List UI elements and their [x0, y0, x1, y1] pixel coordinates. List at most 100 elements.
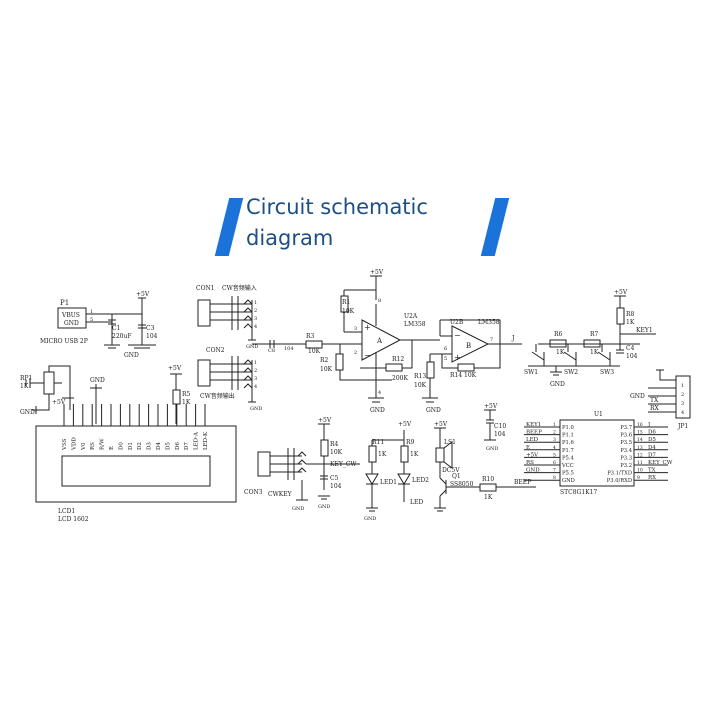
- rp1-potentiometer: RP1 1K +5V GND: [20, 365, 74, 416]
- u2a-gnd: GND: [370, 407, 385, 414]
- svg-text:7: 7: [490, 337, 493, 343]
- svg-text:4: 4: [254, 384, 257, 390]
- mcu-right-net-label: J: [647, 422, 650, 428]
- mcu-left-pin-number: 2: [553, 430, 556, 436]
- buzzer-driver: +5V LS1 DC5V Q1 SS8050 R10 1K BEEP +5V C…: [434, 403, 536, 512]
- r2-value: 10K: [320, 366, 333, 373]
- r8-value: 1K: [626, 319, 635, 326]
- con2-desc: CW音频输出: [200, 392, 235, 400]
- r5-label: R5: [182, 391, 191, 398]
- r13-value: 10K: [414, 382, 427, 389]
- r2-label: R2: [320, 357, 329, 364]
- mcu-left-pin-number: 7: [553, 468, 556, 474]
- u2b-label: U2B: [450, 319, 464, 326]
- mcu-left-net-label: BEEP: [526, 430, 542, 436]
- mcu-left-pin-number: 3: [553, 437, 556, 443]
- svg-text:2: 2: [254, 308, 257, 314]
- r12-value: 200K: [392, 375, 408, 382]
- led2-label: LED2: [412, 477, 429, 484]
- lcd-ref: LCD1: [58, 508, 75, 515]
- key1-net: KEY1: [636, 327, 653, 334]
- mcu-left-pin-name: P1.7: [562, 448, 574, 454]
- svg-text:8: 8: [378, 298, 381, 304]
- mcu-left-pin-name: P1.0: [562, 425, 574, 431]
- svg-text:3: 3: [254, 376, 257, 382]
- mcu-right-net-label: D6: [648, 430, 656, 436]
- mcu-left-pin-number: 8: [553, 475, 556, 481]
- svg-text:−: −: [454, 331, 461, 340]
- c8-value: 104: [284, 346, 294, 352]
- title-line-1: Circuit schematic: [246, 195, 428, 219]
- con1-label: CON1: [196, 285, 215, 292]
- r6-label: R6: [554, 331, 563, 338]
- mcu-right-pin-name: P3.6: [620, 433, 632, 439]
- svg-text:5: 5: [444, 356, 447, 362]
- mcu-left-pin-number: 6: [553, 460, 556, 466]
- jp1-gnd: GND: [630, 393, 645, 400]
- mcu-right-pin-number: 16: [637, 422, 643, 428]
- r7-label: R7: [590, 331, 599, 338]
- mcu-right-pin-number: 9: [637, 475, 640, 481]
- mcu-right-pin-name: P3.5: [620, 440, 632, 446]
- lcd-pin-label: D7: [184, 442, 190, 450]
- r5-value: 1K: [182, 399, 191, 406]
- r10-value: 1K: [484, 494, 493, 501]
- u2b-gnd: GND: [426, 407, 441, 414]
- ls1-label: LS1: [444, 439, 456, 446]
- lcd-pin-label: D4: [156, 442, 162, 450]
- con3-label: CON3: [244, 489, 263, 496]
- rp1-5v: +5V: [52, 399, 66, 406]
- lcd-pin-label: LED-A: [194, 431, 200, 450]
- c10-5v: +5V: [484, 403, 498, 410]
- rp1-gnd: GND: [20, 409, 35, 416]
- usb-gnd-label: GND: [124, 352, 139, 359]
- c5-value: 104: [330, 483, 342, 490]
- con1-desc: CW音频输入: [222, 284, 257, 292]
- mcu-left-net-label: E: [526, 445, 530, 451]
- svg-text:1: 1: [254, 360, 257, 366]
- r1-value: 10K: [342, 308, 355, 315]
- mcu-part: STC8G1K17: [560, 489, 597, 496]
- svg-text:3: 3: [254, 316, 257, 322]
- lcd-pin-label: VDD: [71, 437, 77, 451]
- title-line-2: diagram: [246, 226, 334, 250]
- r14-value: 10K: [464, 372, 477, 379]
- lcd-pin-label: D0: [118, 442, 124, 450]
- usb-pin5: 5: [90, 317, 93, 323]
- c4-value: 104: [626, 353, 638, 360]
- usb-name: MICRO USB 2P: [40, 338, 88, 345]
- usb-vbus: VBUS: [61, 312, 80, 319]
- svg-text:6: 6: [444, 346, 447, 352]
- c8-label: C8: [268, 348, 275, 354]
- lcd-pin-label: D6: [175, 442, 181, 450]
- mcu-right-pin-number: 14: [637, 437, 643, 443]
- lcd-pin-label: R/W: [100, 438, 106, 450]
- r3-value: 10K: [308, 348, 321, 355]
- rp1-value: 1K: [20, 383, 29, 390]
- mcu-right-net-label: KEY_CW: [648, 460, 673, 466]
- svg-text:4: 4: [254, 324, 257, 330]
- usb-pin1: 1: [90, 309, 93, 315]
- lcd-gnd: GND: [90, 377, 105, 384]
- led1-label: LED1: [380, 479, 397, 486]
- svg-text:−: −: [364, 351, 371, 360]
- mcu-left-net-label: +5V: [526, 452, 539, 458]
- lcd-pin-label: V0: [81, 442, 87, 451]
- buzzer-type: DC5V: [442, 467, 460, 474]
- sw1-label: SW1: [524, 369, 538, 376]
- q1-label: Q1: [452, 473, 461, 480]
- r8-5v: +5V: [614, 289, 628, 296]
- usb-5v: +5V: [136, 291, 150, 298]
- c10-gnd: GND: [486, 446, 498, 452]
- mcu-left-pin-number: 4: [553, 445, 556, 451]
- mcu-right-pin-number: 12: [637, 452, 643, 458]
- lcd-pin-label: D5: [165, 442, 171, 450]
- r11-value: 1K: [378, 451, 387, 458]
- key-switch-ladder: R6 1K R7 1K SW1 SW2 SW3 GND +5V R8 1K KE…: [524, 289, 656, 388]
- status-leds: +5V R11 1K R9 1K LED1 LED2 LED GND: [364, 421, 429, 522]
- r14-label: R14: [450, 372, 462, 379]
- r11-label: R11: [372, 439, 384, 446]
